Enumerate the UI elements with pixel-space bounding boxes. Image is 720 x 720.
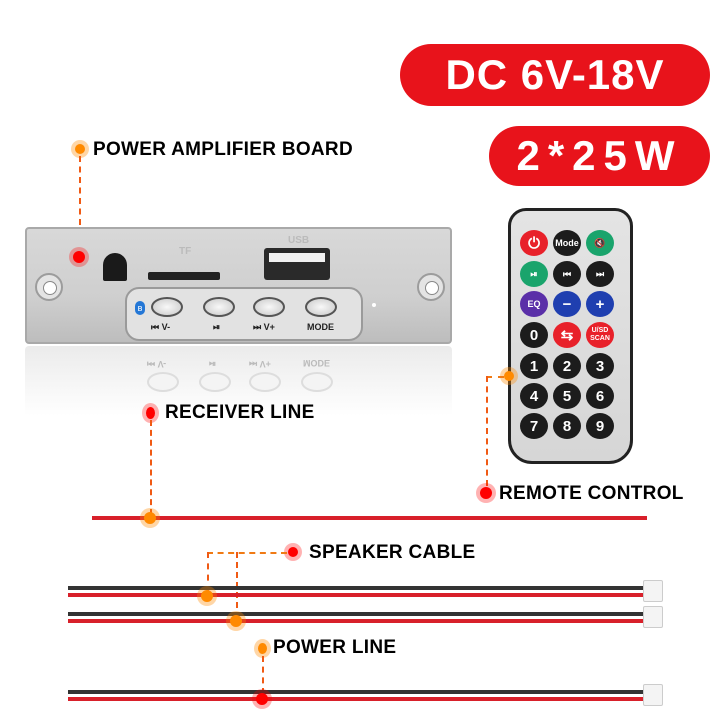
power-line-red-wire [68, 697, 643, 701]
remote-callout-vline [486, 376, 488, 486]
bluetooth-icon: ʙ [135, 301, 145, 315]
next-volume-up-label: ⏭ V+ [253, 322, 275, 332]
usb-label: USB [288, 235, 310, 246]
speaker-callout-vline-2 [236, 552, 238, 618]
remote-callout-dot-top [504, 371, 514, 381]
speaker-cable-2-dot [230, 615, 242, 627]
receiver-callout-dot [146, 407, 155, 419]
speaker-cable-1-red-wire [68, 593, 643, 597]
power-spec-badge: 2*25W [489, 126, 710, 186]
mount-hole-right [417, 273, 445, 301]
reflection-button [147, 372, 179, 392]
status-led [372, 303, 376, 307]
speaker-cable-1-connector [643, 580, 663, 602]
reflection-label: ⏯ [209, 359, 217, 369]
remote-volume-up-button[interactable]: + [586, 291, 614, 317]
prev-volume-down-button[interactable] [151, 297, 183, 317]
remote-mute-button[interactable]: 🔇 [586, 230, 614, 256]
ir-receiver [103, 253, 127, 281]
button-panel: ʙ ⏮ V- ⏯ ⏭ V+ MODE [125, 287, 363, 341]
play-pause-label: ⏯ [213, 322, 221, 332]
remote-callout-dot [480, 487, 492, 499]
remote-8-button[interactable]: 8 [553, 413, 581, 439]
receiver-line-label: RECEIVER LINE [165, 402, 315, 423]
power-line-callout-dot [258, 643, 267, 654]
mode-button[interactable] [305, 297, 337, 317]
remote-control-label: REMOTE CONTROL [499, 483, 684, 504]
speaker-cable-1-dot [201, 590, 213, 602]
remote-play-pause-button[interactable]: ⏯ [520, 261, 548, 287]
power-line-connector [643, 684, 663, 706]
remote-next-button[interactable]: ⏭ [586, 261, 614, 287]
board-callout-dot [75, 144, 85, 154]
power-line-callout-line [262, 656, 264, 694]
amplifier-board: TF USB ʙ ⏮ V- ⏯ ⏭ V+ MODE [25, 227, 452, 344]
tf-label: TF [179, 246, 192, 257]
receiver-line-wire [92, 516, 647, 520]
speaker-cable-2-connector [643, 606, 663, 628]
reflection-button [301, 372, 333, 392]
speaker-callout-dot [288, 547, 298, 557]
power-amplifier-board-label: POWER AMPLIFIER BOARD [93, 139, 353, 160]
reflection-label: MODE [303, 358, 330, 368]
receiver-wire-dot [144, 512, 156, 524]
remote-mode-button[interactable]: Mode [553, 230, 581, 256]
power-line-wire-dot [256, 693, 268, 705]
remote-4-button[interactable]: 4 [520, 383, 548, 409]
remote-5-button[interactable]: 5 [553, 383, 581, 409]
remote-1-button[interactable]: 1 [520, 353, 548, 379]
ir-receiver-callout-dot [73, 251, 85, 263]
power-line-label: POWER LINE [273, 637, 397, 658]
receiver-callout-line [150, 420, 152, 515]
remote-callout-hline [486, 376, 504, 378]
remote-0-button[interactable]: 0 [520, 322, 548, 348]
speaker-cable-label: SPEAKER CABLE [309, 542, 476, 563]
reflection-label: ⏮ V- [147, 359, 167, 369]
remote-control: ⏻ Mode 🔇 ⏯ ⏮ ⏭ EQ − + 0 ⇆ U/SD SCAN 1 2 … [508, 208, 633, 464]
remote-6-button[interactable]: 6 [586, 383, 614, 409]
remote-volume-down-button[interactable]: − [553, 291, 581, 317]
tf-card-slot[interactable] [148, 272, 220, 280]
speaker-cable-2-red-wire [68, 619, 643, 623]
remote-7-button[interactable]: 7 [520, 413, 548, 439]
board-reflection: ⏮ V- ⏯ ⏭ V+ MODE [25, 346, 452, 416]
remote-eq-button[interactable]: EQ [520, 291, 548, 317]
reflection-button [249, 372, 281, 392]
remote-9-button[interactable]: 9 [586, 413, 614, 439]
board-callout-line [79, 156, 81, 246]
remote-power-button[interactable]: ⏻ [520, 230, 548, 256]
remote-repeat-button[interactable]: ⇆ [553, 322, 581, 348]
remote-usd-scan-button[interactable]: U/SD SCAN [586, 322, 614, 348]
speaker-callout-vline-1 [207, 552, 209, 592]
prev-volume-down-label: ⏮ V- [151, 322, 171, 332]
usb-port[interactable] [264, 248, 330, 280]
reflection-label: ⏭ V+ [249, 359, 271, 369]
remote-2-button[interactable]: 2 [553, 353, 581, 379]
play-pause-button[interactable] [203, 297, 235, 317]
voltage-spec-badge: DC 6V-18V [400, 44, 710, 106]
power-line-black-wire [68, 690, 643, 694]
speaker-cable-2-black-wire [68, 612, 643, 616]
remote-3-button[interactable]: 3 [586, 353, 614, 379]
speaker-callout-hline [207, 552, 287, 554]
mode-label: MODE [307, 322, 334, 332]
reflection-button [199, 372, 231, 392]
remote-prev-button[interactable]: ⏮ [553, 261, 581, 287]
mount-hole-left [35, 273, 63, 301]
next-volume-up-button[interactable] [253, 297, 285, 317]
speaker-cable-1-black-wire [68, 586, 643, 590]
